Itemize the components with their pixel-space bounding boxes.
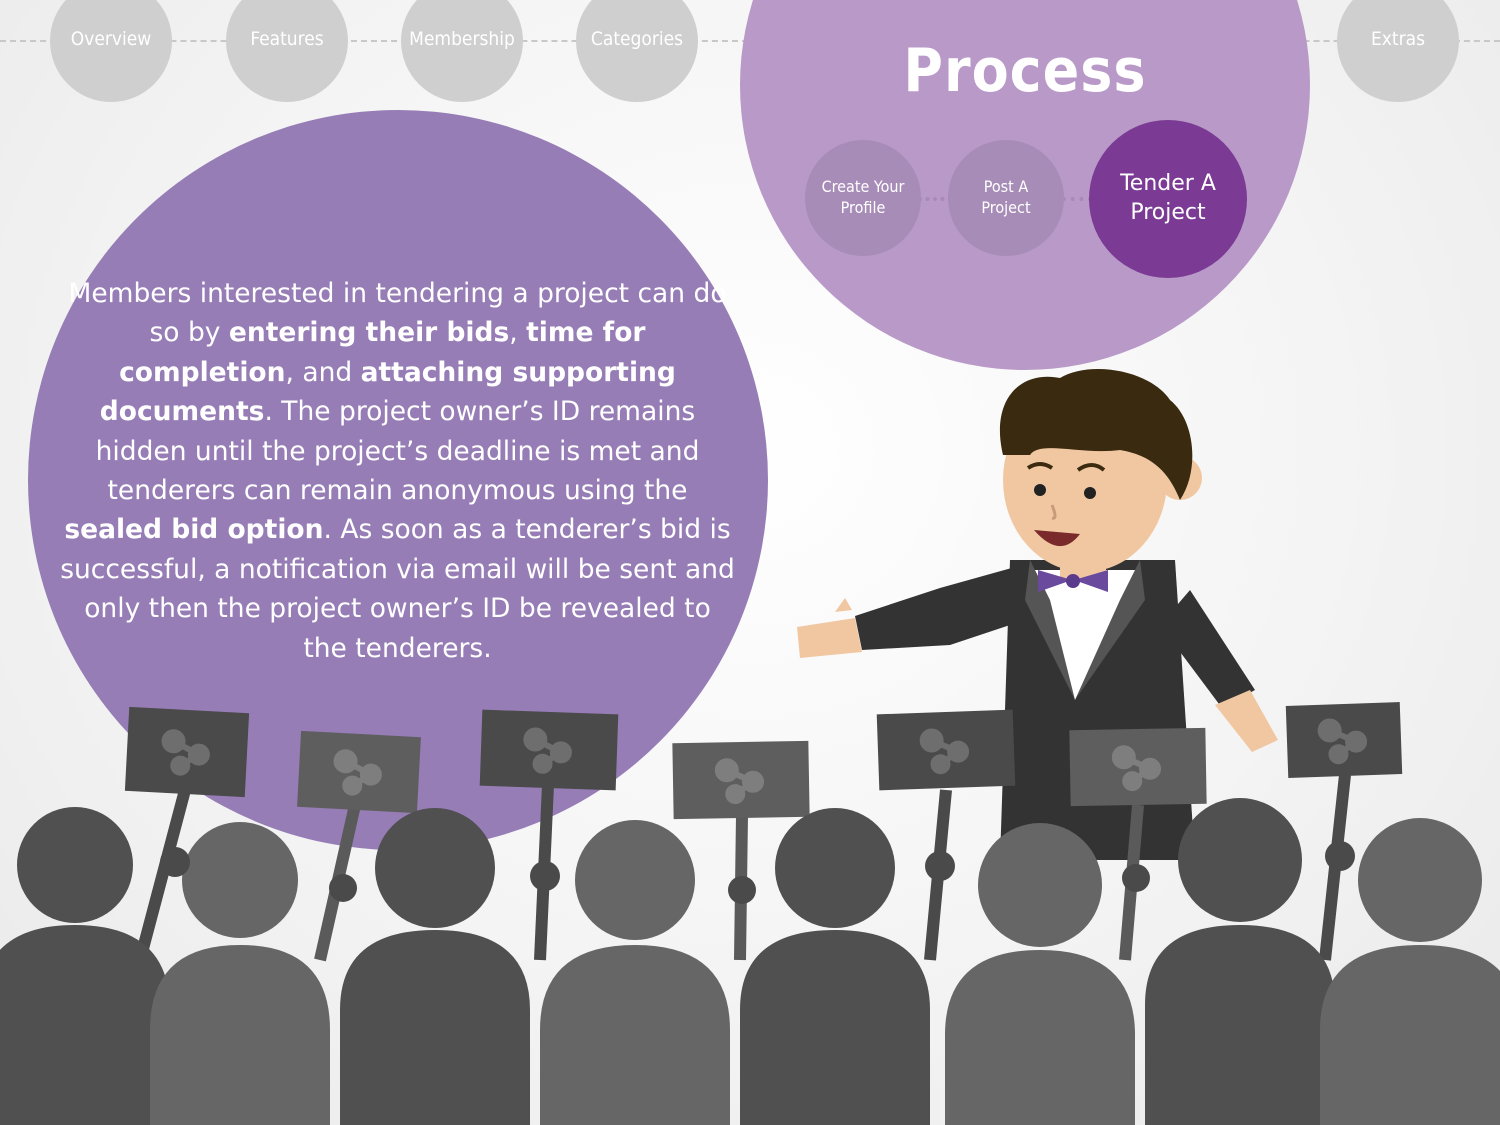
bid-sign [1285,702,1403,778]
description-segment: . As soon as a tenderer’s bid is success… [60,514,735,664]
host-thumb [835,598,852,612]
description-segment: , [509,317,527,349]
share-icon [714,758,765,805]
nav-item-features[interactable]: Features [226,0,348,102]
share-icon [161,729,210,776]
host-eyebrow [1076,463,1106,472]
share-icon [919,728,970,775]
description-text: Members interested in tendering a projec… [60,274,735,668]
nav-item-label: Membership [409,28,515,50]
nav-item-label: Overview [70,28,152,50]
host-eye [1034,484,1046,496]
host-hair [999,369,1193,500]
host-bowtie-knot [1066,574,1080,588]
nav-item-label: Extras [1370,28,1425,50]
description-highlight: attaching supporting documents [99,356,676,428]
crowd [0,798,1500,1125]
host-left-arm [855,560,1040,650]
host-left-hand [797,618,862,658]
bid-sign [672,740,810,820]
share-icon [1317,718,1368,765]
bid-sign [1069,727,1207,807]
bid-sign [297,730,421,814]
description-segment: Members interested in tendering a projec… [68,278,727,349]
bid-sign [124,706,250,798]
step-tender-project[interactable]: Tender A Project [1089,120,1247,278]
host-lapel [1025,560,1075,700]
step-create-profile[interactable]: Create Your Profile [805,140,921,256]
host-bowtie [1038,570,1072,592]
nav-item-extras[interactable]: Extras [1337,0,1459,102]
process-title: Process [903,36,1147,106]
description-segment: . The project owner’s ID remains hidden … [95,396,700,507]
nav-item-label: Categories [590,28,684,50]
step-label: Create Your Profile [821,177,905,217]
host-mouth [1034,530,1080,547]
crowd-hands [160,841,1355,904]
step-connector [918,197,952,201]
host-eye [1084,487,1096,499]
step-label: Post A Project [981,177,1031,217]
step-label: Tender A Project [1120,171,1216,225]
host-shirt [1030,570,1140,700]
nav-item-categories[interactable]: Categories [576,0,698,102]
bid-sign [479,709,619,791]
crowd-front-row [150,818,1500,1125]
description-highlight: sealed bid option [64,514,324,546]
host-nose [1050,504,1057,520]
share-icon [523,727,572,774]
description-highlight: entering their bids [228,317,510,349]
nav-item-label: Features [250,28,324,50]
description-highlight: time for completion [119,317,646,388]
bid-sign [876,709,1016,791]
host-lapel [1075,560,1145,700]
description-segment: , and [285,356,361,388]
sign-pole [134,788,191,962]
share-icon [1111,745,1162,792]
host-right-hand [1215,690,1278,752]
step-connector [1062,197,1092,201]
share-icon [333,749,382,796]
crowd-back-row [0,798,1335,1125]
nav-item-membership[interactable]: Membership [401,0,523,102]
nav-item-overview[interactable]: Overview [50,0,172,102]
host-bowtie [1074,570,1108,592]
host-right-arm [1160,590,1255,708]
step-post-project[interactable]: Post A Project [948,140,1064,256]
host-eyebrow [1026,462,1054,470]
